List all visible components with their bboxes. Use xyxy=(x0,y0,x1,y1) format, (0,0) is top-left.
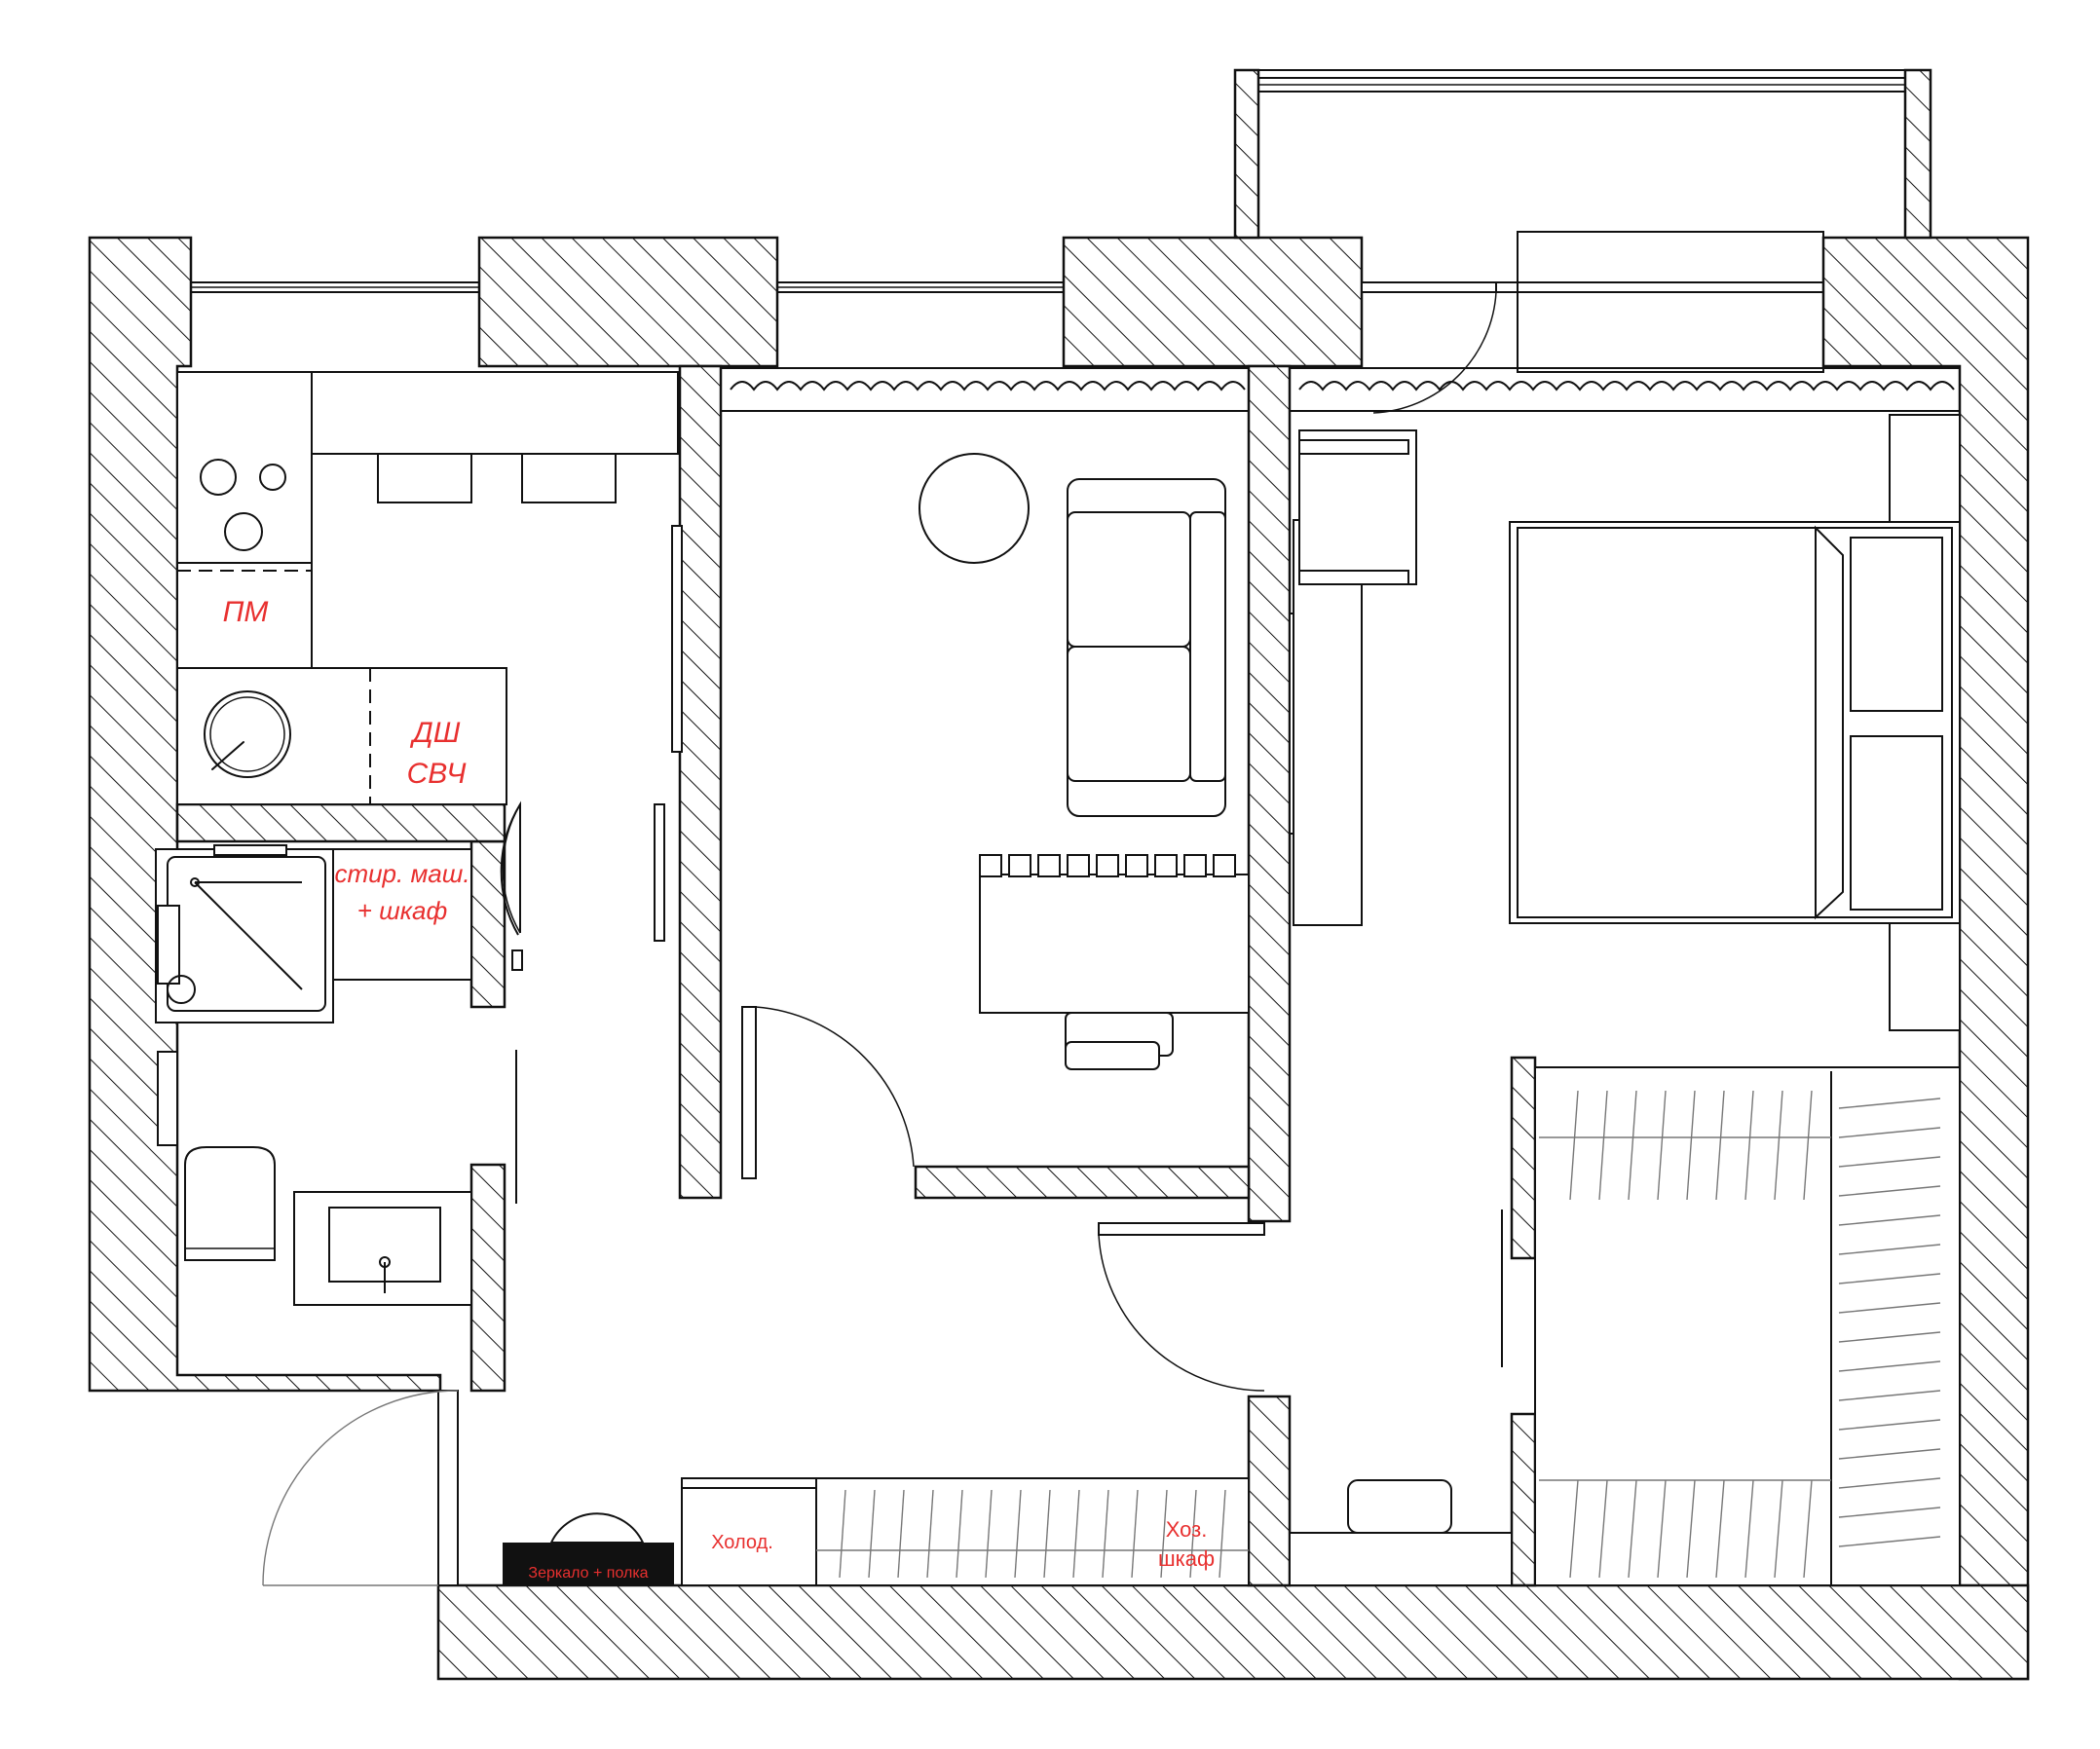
wall-wardrobe-2 xyxy=(1510,1412,1537,1587)
wall-balcony-right xyxy=(1903,68,1932,240)
pillow-icon xyxy=(1850,537,1943,712)
washer-label-line2: + шкаф xyxy=(357,896,447,925)
washer-label-line1: стир. маш. xyxy=(334,859,469,888)
wall-balcony-left xyxy=(1233,68,1260,240)
pouf-icon xyxy=(1347,1479,1452,1534)
sink-counter xyxy=(176,667,507,805)
mirror-shelf xyxy=(503,1543,674,1585)
round-table xyxy=(919,453,1030,564)
curtains xyxy=(720,367,1961,412)
storage-label-line1: Хоз. xyxy=(1166,1517,1208,1542)
pillow-icon xyxy=(1850,735,1943,911)
hallway: Зеркало + полка Холод. Хоз. шкаф xyxy=(503,1477,1250,1586)
wall-kitchen-bottom xyxy=(175,802,506,843)
dishwasher-cabinet xyxy=(176,562,313,669)
dishwasher-label: ПМ xyxy=(223,596,269,628)
bedroom-chair xyxy=(1298,429,1417,585)
windows xyxy=(190,69,1931,373)
ottoman-icon xyxy=(549,1512,645,1544)
storage-wardrobe xyxy=(815,1477,1250,1586)
storage-label-line2: шкаф xyxy=(1158,1546,1215,1571)
wall-top-2 xyxy=(1062,236,1364,368)
hangers-side xyxy=(1838,1098,1941,1547)
cooktop xyxy=(176,371,313,564)
mirror-label: Зеркало + полка xyxy=(528,1565,648,1582)
hangers-top xyxy=(1569,1090,1813,1201)
burner-icon xyxy=(259,464,286,491)
wall-living-bedroom xyxy=(1247,364,1292,1223)
desk xyxy=(979,874,1250,1014)
wall-kitchen-living xyxy=(678,364,723,1200)
nightstand xyxy=(1889,922,1961,1031)
hangers-hall xyxy=(839,1489,1226,1579)
wall-corridor-right xyxy=(1247,1395,1292,1587)
bench xyxy=(1289,1532,1513,1586)
shower-head-icon xyxy=(167,975,196,1004)
burner-icon xyxy=(200,459,237,496)
bathroom: стир. маш. + шкаф xyxy=(155,844,472,1306)
wall-wardrobe-1 xyxy=(1510,1056,1537,1260)
towel-rail xyxy=(157,1051,178,1146)
wall-bathroom-right xyxy=(469,839,506,1009)
washer-cabinet xyxy=(332,848,472,981)
walk-in-closet xyxy=(1289,1066,1961,1586)
kitchen: ПМ ДШ СВЧ xyxy=(176,371,679,805)
sink-icon xyxy=(204,690,291,778)
living-room xyxy=(919,453,1250,1070)
bedroom xyxy=(1293,414,1961,1031)
hangers-bottom xyxy=(1569,1479,1813,1579)
books-icon xyxy=(979,854,1236,877)
oven-label-line1: ДШ xyxy=(410,717,461,749)
doors xyxy=(262,281,1503,1586)
toilet-icon xyxy=(184,1146,276,1261)
wall-living-bottom xyxy=(914,1165,1251,1200)
wall-bathroom-right-2 xyxy=(469,1163,506,1393)
fridge xyxy=(681,1477,817,1586)
wall-top-1 xyxy=(477,236,779,368)
dresser xyxy=(1293,519,1363,926)
burner-icon xyxy=(224,512,263,551)
nightstand xyxy=(1889,414,1961,523)
fridge-label: Холод. xyxy=(711,1532,773,1553)
wall-bottom-outer xyxy=(436,1583,2030,1681)
oven-label-line2: СВЧ xyxy=(407,758,468,790)
